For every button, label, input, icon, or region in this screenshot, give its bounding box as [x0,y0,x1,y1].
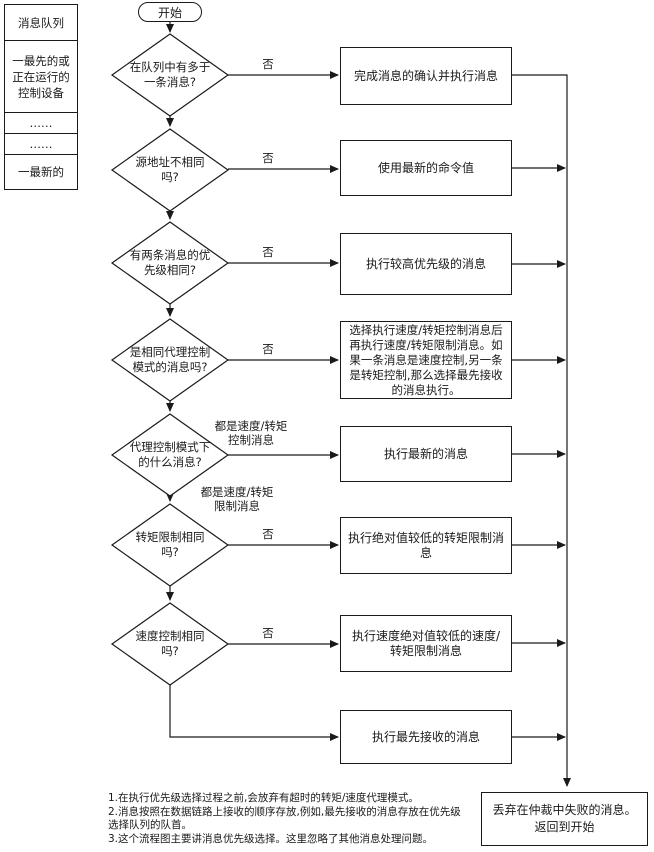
branch-no-label-7: 否 [262,626,274,640]
footnote-1: 1.在执行优先级选择过程之前,会放弃有超时的转矩/速度代理模式。 [108,792,419,804]
decision-4-label: 是相同代理控制 模式的消息吗? [129,345,211,374]
action-box-7: 执行速度绝对值较低的速度/转矩限制消息 [340,615,512,672]
branch-no-label-1: 否 [262,57,274,71]
connector-d7-a8 [169,685,339,741]
branch-both-control-label: 都是速度/转矩 控制消息 [214,419,288,447]
start-node: 开始 [138,2,202,22]
action-5-label: 执行最新的消息 [383,446,468,461]
branch-no-label-4: 否 [262,342,274,356]
discard-end-box: 丢弃在仲裁中失败的消息。 返回到开始 [481,792,648,846]
branch-no-label-6: 否 [262,527,274,541]
footnote-3: 3.这个流程图主要讲消息优先级选择。这里忽略了其他消息处理问题。 [108,832,434,845]
action-box-5: 执行最新的消息 [340,426,512,482]
decision-1-label: 在队列中有多于 一条消息? [129,60,211,89]
queue-row-ellipsis-2: …… [5,134,77,155]
decision-diamond-4 [110,318,230,402]
discard-end-label: 丢弃在仲裁中失败的消息。 返回到开始 [492,803,637,834]
footnotes: 1.在执行优先级选择过程之前,会放弃有超时的转矩/速度代理模式。 2.消息按照在… [108,792,468,846]
start-label: 开始 [157,5,182,20]
queue-row-newest-label: 一最新的 [18,165,64,179]
action-4-label: 选择执行速度/转矩控制消息后再执行速度/转矩限制消息。如果一条消息是速度控制,另… [349,322,503,397]
decision-diamond-2 [110,128,230,212]
decision-3-label: 有两条消息的优 先级相同? [129,248,211,277]
queue-row-newest: 一最新的 [5,155,77,189]
decision-2-label: 源地址不相同 吗? [135,155,205,184]
action-3-label: 执行较高优先级的消息 [365,256,486,271]
connector-collector [512,74,571,787]
action-box-1: 完成消息的确认并执行消息 [340,47,512,105]
action-box-6: 执行绝对值较低的转矩限制消息 [340,517,512,574]
action-2-label: 使用最新的命令值 [377,160,474,175]
action-box-8: 执行最先接收的消息 [340,710,512,764]
branch-both-limit-label: 都是速度/转矩 限制消息 [200,485,274,513]
queue-row-ellipsis-1-label: …… [29,116,53,130]
message-queue-panel: 消息队列 一最先的或 正在运行的 控制设备 …… …… 一最新的 [4,4,78,190]
decision-7-label: 速度控制相同 吗? [135,629,205,658]
queue-row-first: 一最先的或 正在运行的 控制设备 [5,41,77,113]
decision-6-label: 转矩限制相同 吗? [135,530,205,559]
decision-diamond-6 [110,503,230,587]
decision-diamond-5 [110,413,230,497]
action-1-label: 完成消息的确认并执行消息 [353,68,498,83]
queue-header: 消息队列 [5,5,77,41]
branch-no-label-3: 否 [262,245,274,259]
queue-row-ellipsis-1: …… [5,113,77,134]
queue-row-first-label: 一最先的或 正在运行的 控制设备 [12,53,70,100]
action-box-2: 使用最新的命令值 [340,140,512,196]
branch-no-label-2: 否 [262,151,274,165]
decision-diamond-3 [110,221,230,305]
queue-row-ellipsis-2-label: …… [29,137,53,151]
action-8-label: 执行最先接收的消息 [371,729,480,744]
decision-5-label: 代理控制模式下 的什么消息? [129,440,211,469]
footnote-2: 2.消息按照在数据链路上接收的顺序存放,例如,最先接收的消息存放在优先级选择队列… [108,805,461,832]
decision-diamond-7 [110,602,230,686]
decision-diamond-1 [110,33,230,117]
action-7-label: 执行速度绝对值较低的速度/转矩限制消息 [351,628,501,658]
action-box-4: 选择执行速度/转矩控制消息后再执行速度/转矩限制消息。如果一条消息是速度控制,另… [340,321,512,399]
action-6-label: 执行绝对值较低的转矩限制消息 [347,530,504,560]
queue-header-label: 消息队列 [18,15,64,30]
action-box-3: 执行较高优先级的消息 [340,233,512,295]
